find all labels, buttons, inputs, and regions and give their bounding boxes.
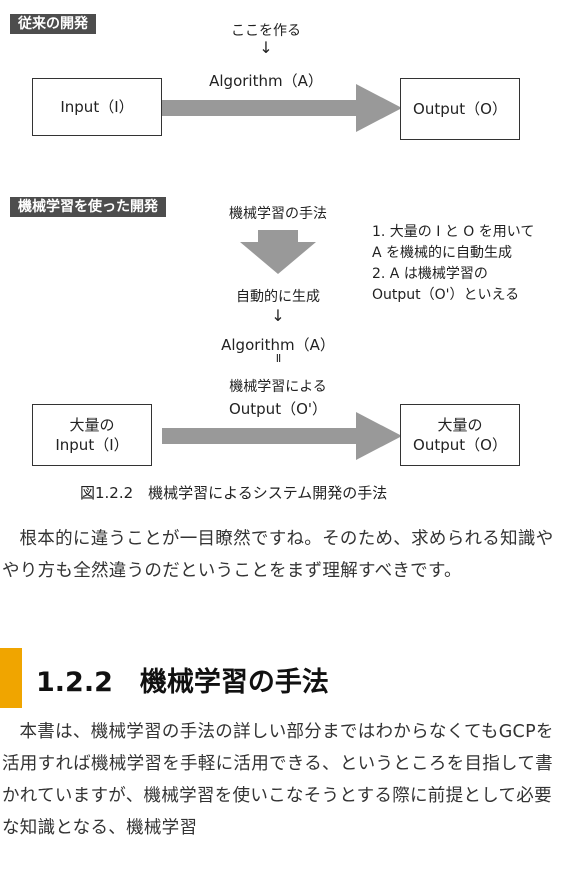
ml-output-label-2: Output（O'） [228, 400, 328, 418]
paragraph-1: 根本的に違うことが一目瞭然ですね。そのため、求められる知識ややり方も全然違うのだ… [2, 523, 558, 587]
bulk-output-line1: 大量の [437, 416, 483, 434]
down-arrow-icon-2: ↓ [271, 306, 285, 325]
ml-method-label: 機械学習の手法 [229, 206, 327, 222]
equals-mark: II [275, 352, 282, 365]
down-arrow-icon: ↓ [259, 38, 273, 57]
paragraph-2: 本書は、機械学習の手法の詳しい部分まではわからなくてもGCPを活用すれば機械学習… [2, 716, 558, 880]
conventional-dev-tag: 従来の開発 [10, 14, 96, 34]
ml-output-label-1: 機械学習による [229, 379, 327, 395]
note-line-4: Output（O'）といえる [372, 287, 520, 303]
figure-caption: 図1.2.2 機械学習によるシステム開発の手法 [80, 484, 388, 502]
ml-dev-tag: 機械学習を使った開発 [10, 197, 166, 217]
paragraph-1-text: 根本的に違うことが一目瞭然ですね。そのため、求められる知識ややり方も全然違うのだ… [2, 529, 554, 581]
bulk-input-box: 大量の Input（I） [32, 404, 152, 466]
input-box: Input（I） [32, 78, 162, 136]
note-line-2: A を機械的に自動生成 [372, 245, 513, 261]
output-box: Output（O） [400, 78, 520, 140]
note-line-3: 2. A は機械学習の [372, 266, 488, 282]
bulk-output-line2: Output（O） [413, 436, 507, 454]
note-make-here: ここを作る [231, 23, 301, 39]
bulk-input-line1: 大量の [69, 416, 115, 434]
output-box-label: Output（O） [413, 100, 507, 118]
note-line-1: 1. 大量の I と O を用いて [372, 224, 535, 240]
algorithm-label-2: Algorithm（A） [221, 336, 335, 354]
ml-notes: 1. 大量の I と O を用いて A を機械的に自動生成 2. A は機械学習… [372, 222, 534, 306]
input-box-label: Input（I） [60, 98, 134, 116]
flow-arrow-1 [162, 84, 402, 132]
section-accent-bar [0, 648, 22, 708]
section-title: 1.2.2 機械学習の手法 [36, 667, 329, 698]
algorithm-label: Algorithm（A） [209, 72, 323, 90]
generate-arrow [240, 230, 316, 274]
flow-arrow-2 [162, 412, 402, 460]
auto-generate-label: 自動的に生成 [236, 289, 320, 305]
bulk-input-line2: Input（I） [55, 436, 129, 454]
bulk-output-box: 大量の Output（O） [400, 404, 520, 466]
paragraph-2-text: 本書は、機械学習の手法の詳しい部分まではわからなくてもGCPを活用すれば機械学習… [2, 722, 554, 838]
